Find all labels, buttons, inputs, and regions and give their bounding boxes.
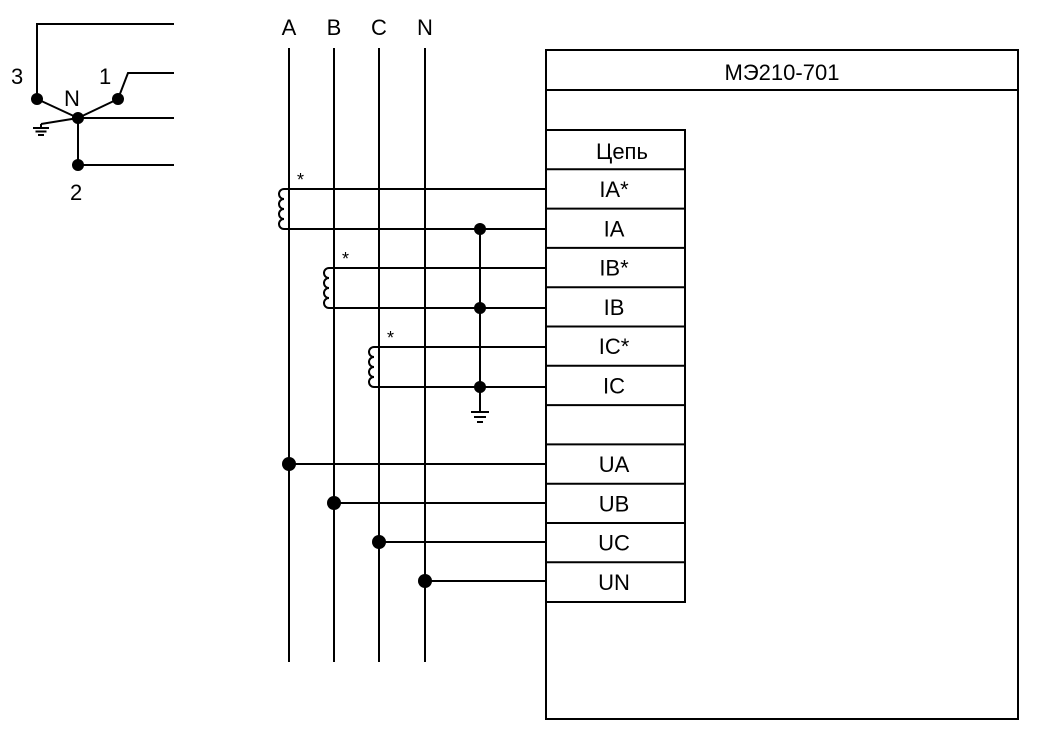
neutral-dot bbox=[72, 112, 84, 124]
terminal-label: IC* bbox=[599, 334, 630, 359]
junction-ic-dot bbox=[474, 381, 486, 393]
coil-icon-b bbox=[323, 267, 334, 309]
terminal-2-dot bbox=[72, 159, 84, 171]
terminal-label: UA bbox=[599, 452, 630, 477]
terminal-label: IC bbox=[603, 373, 625, 398]
terminal-table-header: Цепь bbox=[596, 139, 648, 164]
ct-b-polarity-mark: * bbox=[342, 249, 349, 269]
device-box: МЭ210-701 Цепь IA* IA IB* IB IC* IC UA UB UC UN bbox=[545, 49, 1019, 720]
terminal-label: IB bbox=[604, 295, 625, 320]
junction-ib-dot bbox=[474, 302, 486, 314]
current-transformers: * * * bbox=[278, 170, 546, 423]
tap-ua-dot bbox=[282, 457, 296, 471]
coil-icon bbox=[278, 188, 289, 230]
phase-1-label: 1 bbox=[99, 64, 111, 89]
ground-icon bbox=[33, 117, 79, 136]
bus-c-label: C bbox=[371, 15, 387, 40]
coil-icon bbox=[323, 267, 334, 309]
voltage-taps bbox=[282, 457, 546, 588]
ground-icon bbox=[471, 411, 489, 423]
phase-2-label: 2 bbox=[70, 180, 82, 205]
coil-icon bbox=[368, 346, 379, 388]
neutral-label: N bbox=[64, 86, 80, 111]
tap-un-dot bbox=[418, 574, 432, 588]
ct-c-polarity-mark: * bbox=[387, 328, 394, 348]
device-title: МЭ210-701 bbox=[725, 60, 840, 85]
terminal-table: Цепь IA* IA IB* IB IC* IC UA UB UC UN bbox=[545, 129, 686, 603]
star-connection: 3 1 N 2 bbox=[11, 23, 174, 205]
arm-1 bbox=[77, 98, 119, 119]
lead-3-wire bbox=[36, 23, 174, 99]
terminal-label: UB bbox=[599, 491, 630, 516]
bus-bars: A B C N bbox=[282, 15, 433, 662]
arm-3 bbox=[36, 98, 79, 119]
coil-icon-a bbox=[278, 188, 289, 230]
terminal-label: UN bbox=[598, 570, 630, 595]
terminal-1-dot bbox=[112, 93, 124, 105]
terminal-label: IB* bbox=[599, 256, 629, 281]
bus-a-label: A bbox=[282, 15, 297, 40]
lead-1-wire bbox=[117, 72, 174, 100]
tap-uc-dot bbox=[372, 535, 386, 549]
terminal-3-dot bbox=[31, 93, 43, 105]
terminal-label: IA bbox=[604, 216, 625, 241]
ct-a-polarity-mark: * bbox=[297, 170, 304, 190]
junction-ia-dot bbox=[474, 223, 486, 235]
terminal-label: UC bbox=[598, 531, 630, 556]
phase-3-label: 3 bbox=[11, 64, 23, 89]
bus-b-label: B bbox=[327, 15, 342, 40]
tap-ub-dot bbox=[327, 496, 341, 510]
terminal-label: IA* bbox=[599, 177, 629, 202]
bus-n-label: N bbox=[417, 15, 433, 40]
coil-icon-c bbox=[368, 346, 379, 388]
terminal-rows: IA* IA IB* IB IC* IC UA UB UC UN bbox=[546, 168, 685, 595]
